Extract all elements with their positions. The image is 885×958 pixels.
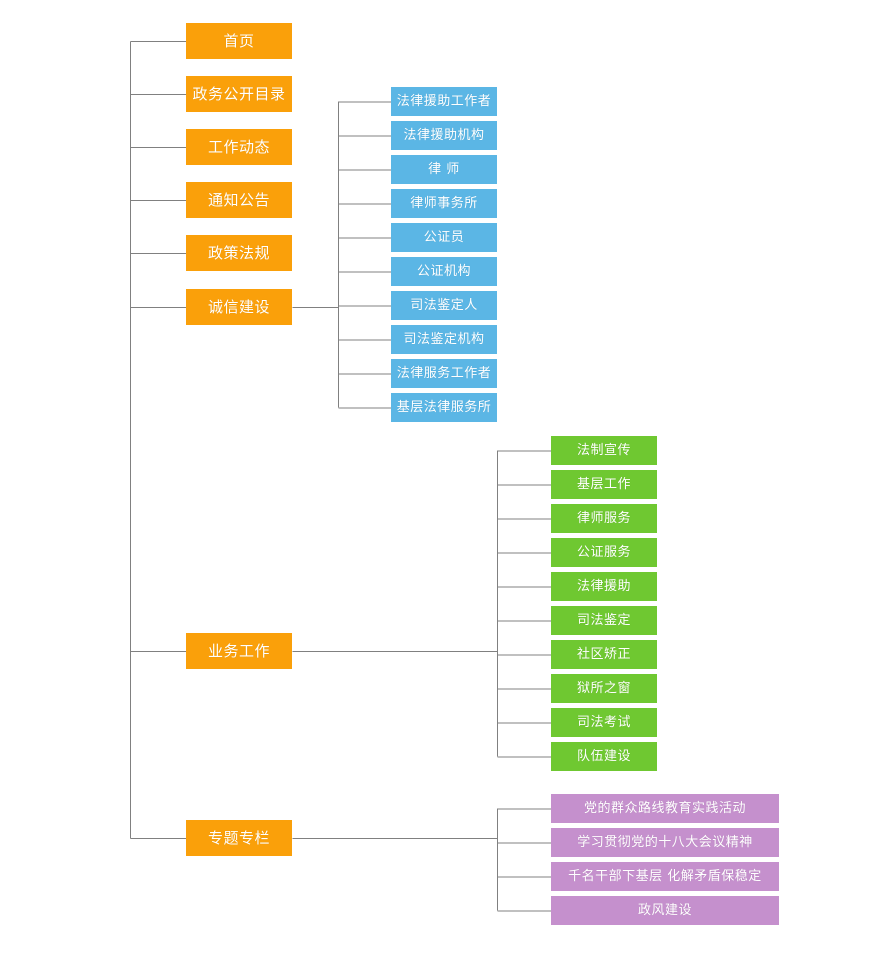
node-level1-0[interactable]: 首页 — [186, 23, 292, 59]
node-level1-1[interactable]: 政务公开目录 — [186, 76, 292, 112]
node-credit_children-0[interactable]: 法律援助工作者 — [391, 87, 497, 116]
node-business_children-5[interactable]: 司法鉴定 — [551, 606, 657, 635]
node-credit_children-1[interactable]: 法律援助机构 — [391, 121, 497, 150]
node-level1-4[interactable]: 政策法规 — [186, 235, 292, 271]
node-topics_children-0[interactable]: 党的群众路线教育实践活动 — [551, 794, 779, 823]
node-business_children-6[interactable]: 社区矫正 — [551, 640, 657, 669]
node-business_children-1[interactable]: 基层工作 — [551, 470, 657, 499]
node-credit_children-2[interactable]: 律 师 — [391, 155, 497, 184]
node-level1-2[interactable]: 工作动态 — [186, 129, 292, 165]
node-business_children-3[interactable]: 公证服务 — [551, 538, 657, 567]
node-credit_children-3[interactable]: 律师事务所 — [391, 189, 497, 218]
node-level1-7[interactable]: 专题专栏 — [186, 820, 292, 856]
node-credit_children-5[interactable]: 公证机构 — [391, 257, 497, 286]
node-business_children-2[interactable]: 律师服务 — [551, 504, 657, 533]
node-credit_children-6[interactable]: 司法鉴定人 — [391, 291, 497, 320]
node-topics_children-2[interactable]: 千名干部下基层 化解矛盾保稳定 — [551, 862, 779, 891]
node-credit_children-4[interactable]: 公证员 — [391, 223, 497, 252]
node-credit_children-9[interactable]: 基层法律服务所 — [391, 393, 497, 422]
node-level1-3[interactable]: 通知公告 — [186, 182, 292, 218]
node-business_children-8[interactable]: 司法考试 — [551, 708, 657, 737]
node-topics_children-3[interactable]: 政风建设 — [551, 896, 779, 925]
node-business_children-7[interactable]: 狱所之窗 — [551, 674, 657, 703]
node-business_children-9[interactable]: 队伍建设 — [551, 742, 657, 771]
node-level1-5[interactable]: 诚信建设 — [186, 289, 292, 325]
node-business_children-4[interactable]: 法律援助 — [551, 572, 657, 601]
node-business_children-0[interactable]: 法制宣传 — [551, 436, 657, 465]
node-topics_children-1[interactable]: 学习贯彻党的十八大会议精神 — [551, 828, 779, 857]
node-level1-6[interactable]: 业务工作 — [186, 633, 292, 669]
node-credit_children-8[interactable]: 法律服务工作者 — [391, 359, 497, 388]
node-credit_children-7[interactable]: 司法鉴定机构 — [391, 325, 497, 354]
